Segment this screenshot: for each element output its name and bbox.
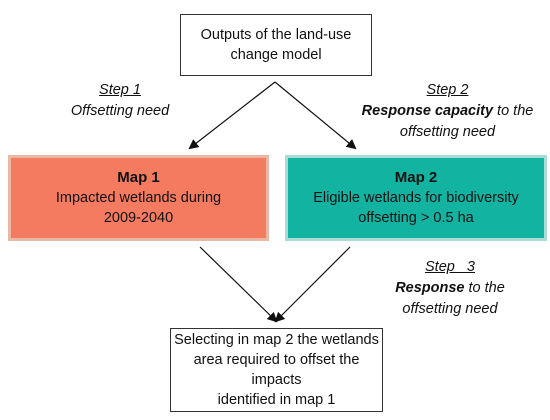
bottom-box-line-3: identified in map 1: [217, 392, 336, 408]
map-2-box: Map 2 Eligible wetlands for biodiversity…: [285, 155, 547, 241]
map-2-line-2: offsetting > 0.5 ha: [358, 210, 474, 226]
step-2-bold: Response capacity: [361, 103, 494, 119]
step-3-rest: to the: [464, 280, 505, 296]
arrow-to-map2: [274, 81, 357, 150]
step-3-label: Step 3: [425, 259, 475, 275]
step-1-label: Step 1: [99, 82, 141, 98]
arrow-from-map2: [274, 246, 351, 323]
map-2-line-1: Eligible wetlands for biodiversity: [313, 190, 519, 206]
top-box-line-2: change model: [230, 47, 322, 63]
land-use-model-box: Outputs of the land-use change model: [180, 14, 372, 76]
step-1-text: Offsetting need: [70, 103, 170, 119]
arrow-to-map1: [188, 81, 276, 150]
step-3-line-2: Response to the: [370, 278, 530, 299]
step-2-line-2: Response capacity to the: [355, 101, 540, 122]
step-3-bold: Response: [395, 280, 465, 296]
map-1-title: Map 1: [117, 169, 160, 186]
selection-box: Selecting in map 2 the wetlands area req…: [170, 328, 383, 412]
step-2-line-3: offsetting need: [399, 124, 496, 140]
map-1-line-2: 2009-2040: [103, 210, 174, 226]
bottom-box-line-2: area required to offset the impacts: [193, 352, 360, 388]
step-1-annotation: Step 1 Offsetting need: [40, 80, 200, 122]
map-1-line-1: Impacted wetlands during: [55, 190, 222, 206]
bottom-box-line-1: Selecting in map 2 the wetlands: [174, 332, 379, 348]
top-box-line-1: Outputs of the land-use: [200, 27, 352, 43]
step-2-annotation: Step 2 Response capacity to the offsetti…: [355, 80, 540, 143]
step-2-rest: to the: [493, 103, 534, 119]
map-2-title: Map 2: [394, 169, 438, 186]
arrow-from-map1: [199, 246, 278, 323]
step-3-line-3: offsetting need: [402, 301, 498, 317]
step-2-label: Step 2: [426, 82, 469, 98]
map-1-box: Map 1 Impacted wetlands during 2009-2040: [8, 155, 269, 241]
step-3-annotation: Step 3 Response to the offsetting need: [370, 257, 530, 320]
